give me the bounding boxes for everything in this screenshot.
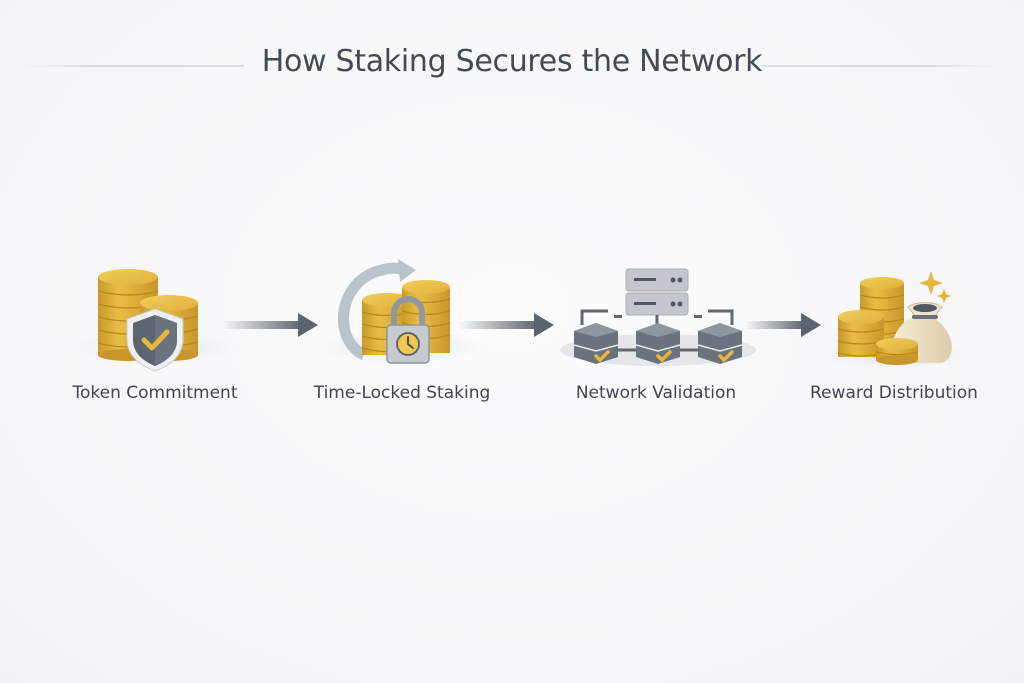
step-label: Token Commitment xyxy=(72,383,238,403)
cycle-arrow-icon xyxy=(338,259,416,360)
coin-stack-small xyxy=(875,338,919,365)
coins-lock-icon xyxy=(317,259,487,365)
step-label: Time-Locked Staking xyxy=(313,383,491,403)
main-server-icon xyxy=(625,268,689,316)
shield-check-icon xyxy=(126,308,184,372)
coins-shield-icon xyxy=(70,269,240,372)
validator-node-2 xyxy=(635,323,681,364)
validator-node-1 xyxy=(573,323,619,364)
title-divider-left xyxy=(20,65,244,67)
flow-arrow xyxy=(222,313,318,337)
coins-bag-icon xyxy=(816,271,972,369)
step-label: Network Validation xyxy=(575,383,737,403)
server-network-icon xyxy=(560,268,756,366)
step-label: Reward Distribution xyxy=(810,383,978,403)
sparkle-icon xyxy=(919,271,951,303)
diagram-title: How Staking Secures the Network xyxy=(261,44,763,79)
step-reward-distribution: Reward Distribution xyxy=(794,255,994,415)
step-token-commitment: Token Commitment xyxy=(55,255,255,415)
validator-node-3 xyxy=(697,323,743,364)
flow-arrow xyxy=(458,313,554,337)
step-time-locked-staking: Time-Locked Staking xyxy=(302,255,502,415)
title-divider-right xyxy=(762,65,1002,67)
step-network-validation: Network Validation xyxy=(556,255,756,415)
padlock-clock-icon xyxy=(386,296,430,364)
flow-arrow xyxy=(745,313,821,337)
title-row: How Staking Secures the Network xyxy=(0,42,1024,82)
network-connections xyxy=(580,309,734,352)
